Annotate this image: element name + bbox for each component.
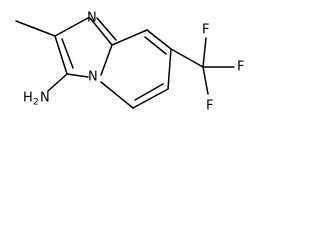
cf3-f-top-bond bbox=[202, 37, 207, 68]
bridge-nitrogen-label: N bbox=[88, 70, 98, 85]
n1-c8a-double-bond bbox=[96, 17, 117, 41]
amine-nitrogen-label: N bbox=[40, 91, 50, 106]
molecule-drawing: N N H 2 N F F F bbox=[15, 11, 244, 114]
cf3-f-bottom-bond bbox=[202, 66, 209, 95]
c8a-n4-bond bbox=[100, 44, 113, 76]
fluorine-bottom-label: F bbox=[206, 99, 213, 114]
c6-c5-double-bond bbox=[134, 83, 164, 101]
methyl-bond bbox=[15, 20, 56, 37]
chemical-structure: N N H 2 N F F F bbox=[0, 0, 258, 121]
c5-n4-bond bbox=[100, 81, 134, 109]
c3-c2-double-bond bbox=[61, 38, 74, 69]
fluorine-top-label: F bbox=[202, 23, 209, 38]
atom-labels: N N H 2 N F F F bbox=[23, 11, 244, 114]
c3-amine-bond bbox=[47, 73, 68, 92]
c2-n1-bond bbox=[54, 17, 89, 37]
bond-lines bbox=[15, 17, 235, 109]
c8-c7-double-bond bbox=[144, 36, 167, 55]
n4-c3-bond bbox=[66, 73, 89, 78]
c6-c5-bond bbox=[132, 88, 169, 109]
c3-c2-bond bbox=[54, 35, 68, 75]
ring-nitrogen-label: N bbox=[87, 11, 97, 26]
c7-cf3-bond bbox=[170, 48, 204, 68]
amine-hydrogen-count-label: 2 bbox=[33, 98, 39, 108]
n1-c8a-bond bbox=[89, 17, 113, 46]
amine-hydrogen-label: H bbox=[23, 91, 33, 106]
c7-c6-bond bbox=[167, 48, 172, 90]
fluorine-right-label: F bbox=[237, 60, 244, 75]
c8a-c8-bond bbox=[111, 29, 148, 46]
c8-c7-bond bbox=[146, 29, 172, 50]
